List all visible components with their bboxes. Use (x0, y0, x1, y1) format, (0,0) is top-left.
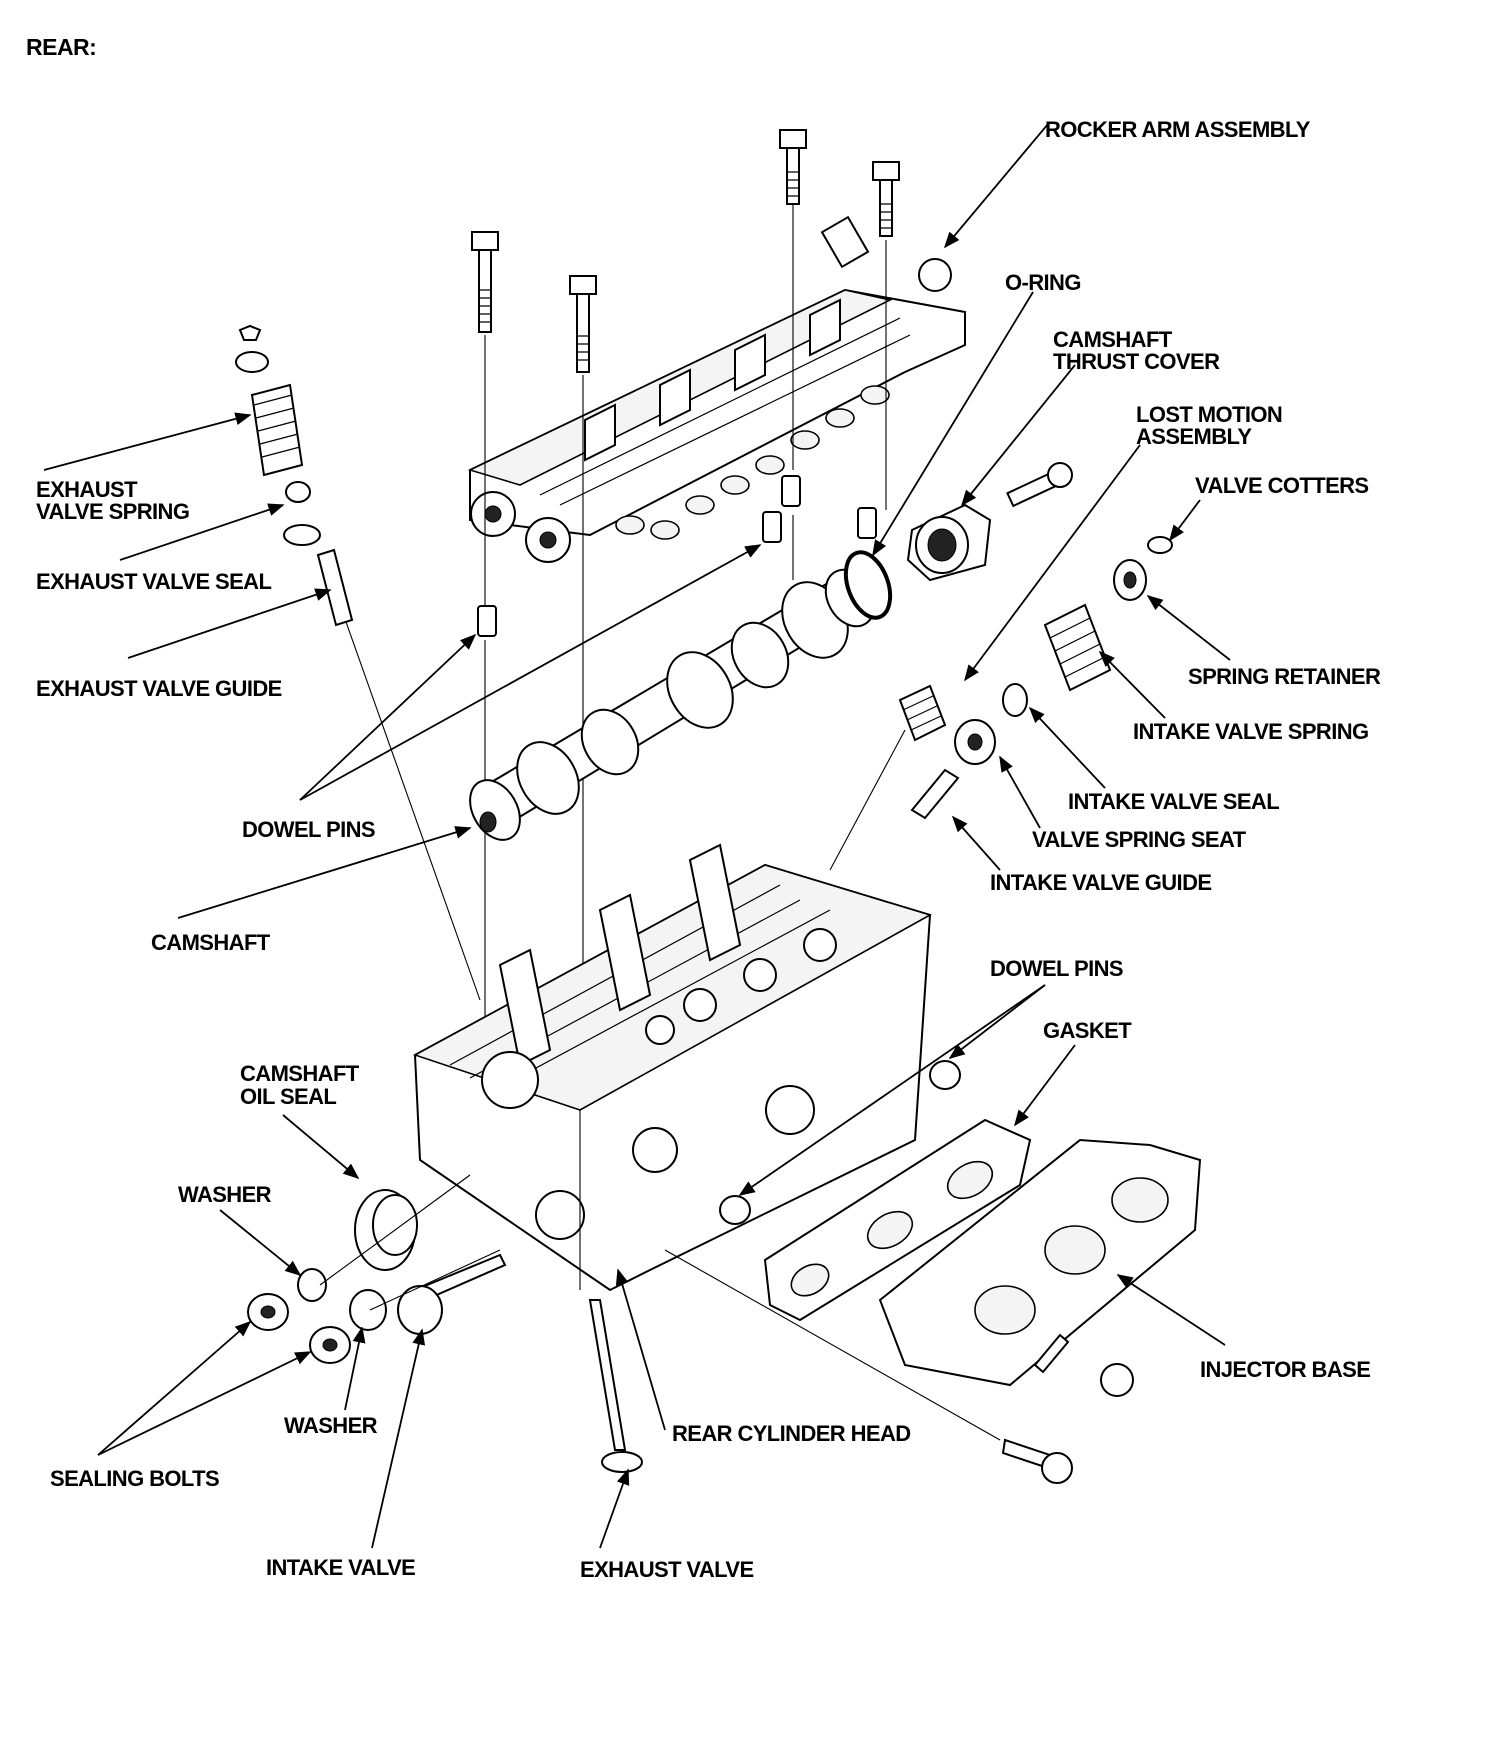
label-gasket: GASKET (1043, 1018, 1132, 1043)
exhaust-valve-parts-drawing (235, 324, 354, 627)
label-washer-upper: WASHER (178, 1182, 272, 1207)
label-valve-spring-seat: VALVE SPRING SEAT (1032, 827, 1247, 852)
label-injector-base: INJECTOR BASE (1200, 1357, 1370, 1382)
label-camshaft-oil-seal-line1: CAMSHAFT (240, 1061, 360, 1086)
label-washer-lower: WASHER (284, 1413, 378, 1438)
label-exhaust-valve-spring-line1: EXHAUST (36, 477, 138, 502)
label-intake-valve-spring: INTAKE VALVE SPRING (1133, 719, 1369, 744)
front-small-parts-drawing (247, 1174, 643, 1473)
label-dowel-pins-upper: DOWEL PINS (242, 817, 375, 842)
camshaft-thrust-cover-drawing (906, 462, 1073, 582)
label-spring-retainer: SPRING RETAINER (1188, 664, 1381, 689)
label-valve-cotters: VALVE COTTERS (1195, 473, 1369, 498)
injector-base-drawing (878, 1138, 1202, 1397)
intake-valve-parts-drawing (829, 536, 1173, 871)
label-o-ring: O-RING (1005, 270, 1081, 295)
camshaft-drawing (469, 568, 876, 841)
label-intake-valve-seal: INTAKE VALVE SEAL (1068, 789, 1279, 814)
label-camshaft-thrust-cover-line2: THRUST COVER (1053, 349, 1220, 374)
alignment-lines (339, 205, 887, 1080)
page-title: REAR: (26, 34, 97, 60)
label-rear-cylinder-head: REAR CYLINDER HEAD (672, 1421, 911, 1446)
label-exhaust-valve-guide: EXHAUST VALVE GUIDE (36, 676, 282, 701)
dowel-pin-5 (929, 1060, 961, 1090)
dowel-pin-3 (781, 475, 801, 507)
rocker-bolts-drawing (471, 129, 900, 373)
label-exhaust-valve-spring-line2: VALVE SPRING (36, 499, 189, 524)
label-exhaust-valve: EXHAUST VALVE (580, 1557, 754, 1582)
dowel-pin-1 (477, 605, 497, 637)
label-camshaft-oil-seal-line2: OIL SEAL (240, 1084, 336, 1109)
label-intake-valve-guide: INTAKE VALVE GUIDE (990, 870, 1211, 895)
label-sealing-bolts: SEALING BOLTS (50, 1466, 219, 1491)
label-dowel-pins-lower: DOWEL PINS (990, 956, 1123, 981)
label-rocker-arm-assembly: ROCKER ARM ASSEMBLY (1045, 117, 1311, 142)
cylinder-head-drawing (412, 843, 933, 1292)
label-lost-motion-assembly-line2: ASSEMBLY (1136, 424, 1252, 449)
gasket-drawing (763, 1118, 1032, 1322)
lower-bolt-drawing (664, 1249, 1073, 1484)
label-exhaust-valve-seal: EXHAUST VALVE SEAL (36, 569, 271, 594)
o-ring-drawing (843, 550, 893, 620)
leader-lines (43, 123, 1231, 1549)
rocker-arm-assembly-drawing (467, 215, 966, 563)
dowel-pin-6 (719, 1195, 751, 1225)
label-camshaft-thrust-cover-line1: CAMSHAFT (1053, 327, 1173, 352)
dowel-pin-4 (857, 507, 877, 539)
dowel-pin-2 (762, 511, 782, 543)
label-lost-motion-assembly-line1: LOST MOTION (1136, 402, 1282, 427)
label-camshaft: CAMSHAFT (151, 930, 271, 955)
label-intake-valve: INTAKE VALVE (266, 1555, 415, 1580)
